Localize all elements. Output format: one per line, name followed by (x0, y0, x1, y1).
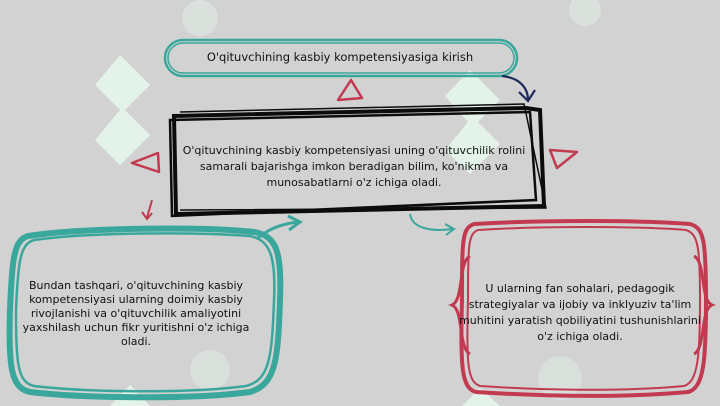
arrow-center-to-left (141, 199, 153, 221)
left-box-text: Bundan tashqari, o'qituvchining kasbiy k… (22, 279, 250, 348)
center-text: O'qituvchining kasbiy kompetensiyasi uni… (182, 144, 526, 189)
triangle-markers (130, 78, 579, 174)
title-pill (163, 38, 519, 78)
right-box (448, 219, 716, 398)
center-box (168, 103, 547, 218)
left-box (6, 225, 284, 401)
arrow-title-to-center (501, 74, 536, 103)
title-text: O'qituvchining kasbiy kompetensiyasiga k… (206, 50, 474, 64)
right-box-text: U ularning fan sohalari, pedagogik strat… (459, 282, 701, 343)
watermark (95, 0, 601, 406)
arrow-center-to-right (409, 213, 456, 236)
